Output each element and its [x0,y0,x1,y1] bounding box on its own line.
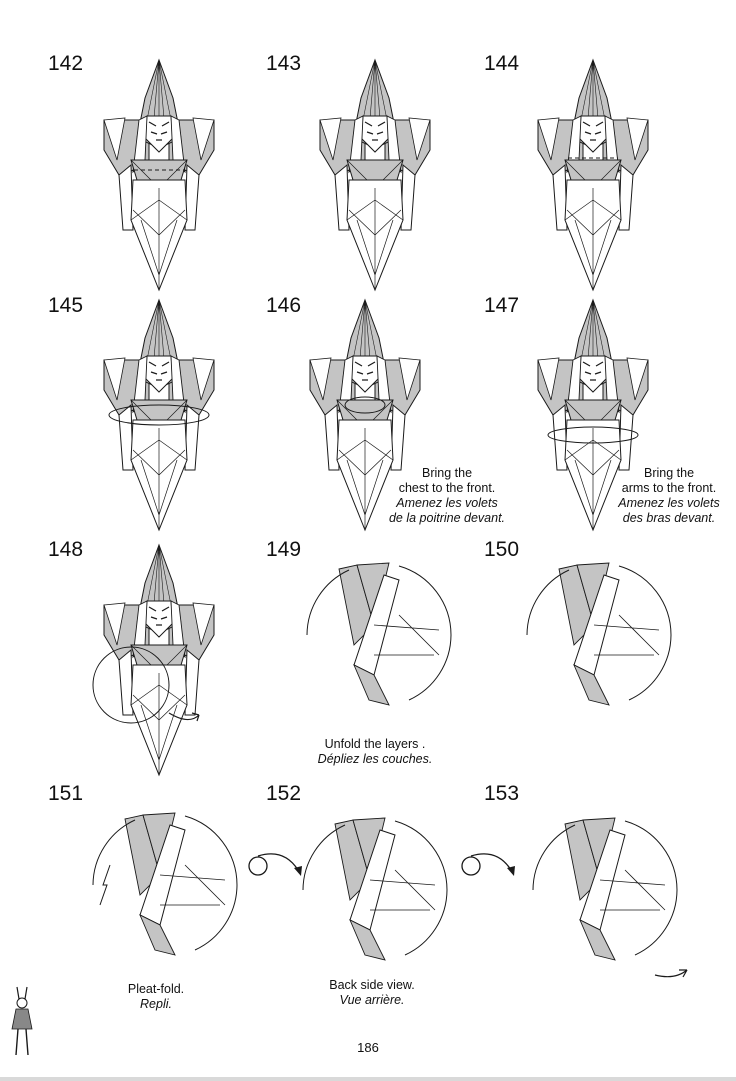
caption-step-147: Bring the arms to the front. Amenez les … [618,466,720,525]
diagram-step-153 [532,817,688,978]
caption-step-152: Back side view. Vue arrière. [329,978,415,1007]
diagram-step-148 [92,544,215,776]
step-number: 144 [484,52,520,75]
diagram-step-142 [103,59,215,291]
diagram-step-146 [309,299,421,531]
arrow-icon [168,712,200,722]
step-number: 148 [48,538,84,561]
arrow-icon [654,969,688,978]
diagram-step-147 [537,299,649,531]
caption-step-151: Pleat-fold. Repli. [127,982,185,1011]
diagram-step-145 [103,299,215,531]
step-number: 150 [484,538,520,561]
step-number: 152 [266,782,302,805]
step-number: 145 [48,294,84,317]
diagram-step-152 [302,817,448,963]
page-number: 186 [357,1040,379,1055]
caption-step-146: Bring the chest to the front. Amenez les… [388,466,506,525]
turn-over-eye-icon [248,853,302,876]
bottom-rule [0,1077,736,1081]
step-number: 149 [266,538,302,561]
caption-step-149: Unfold the layers . Dépliez les couches. [317,737,433,766]
mini-figure-icon [11,986,33,1056]
diagram-step-143 [319,59,431,291]
diagram-step-150 [526,562,672,708]
step-number: 143 [266,52,302,75]
step-number: 147 [484,294,520,317]
diagram-step-149 [306,562,452,708]
diagram-step-151 [92,812,238,958]
step-number: 153 [484,782,520,805]
step-number: 151 [48,782,84,805]
turn-over-eye-icon [461,853,515,876]
diagram-step-144 [537,59,649,291]
step-number: 142 [48,52,84,75]
step-number: 146 [266,294,302,317]
